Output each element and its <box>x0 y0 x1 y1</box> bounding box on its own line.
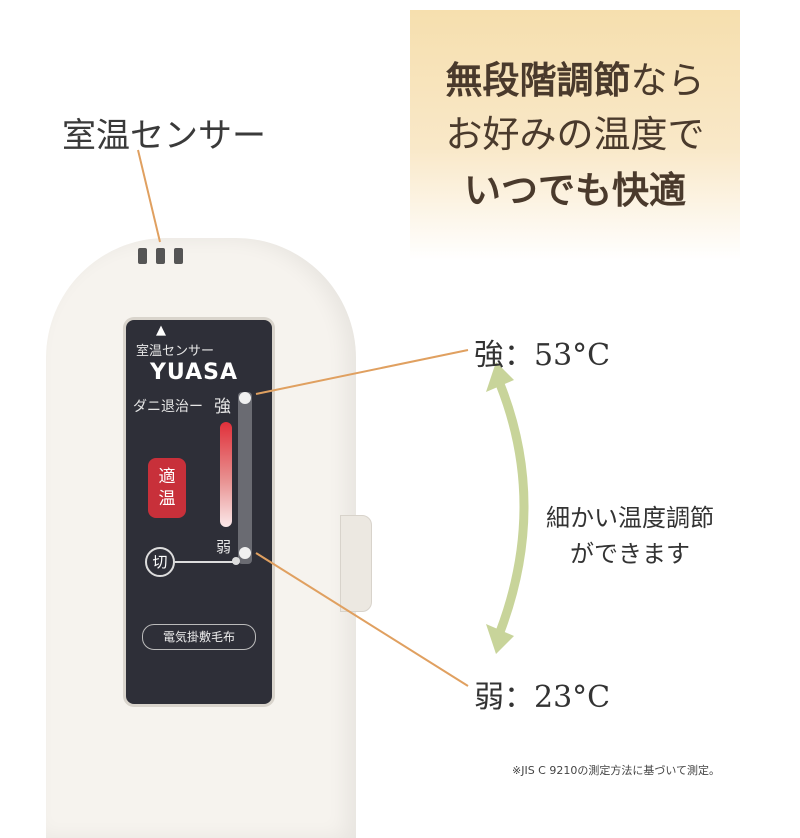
headline-line-2: お好みの温度で <box>445 113 705 156</box>
headline-line-3: いつでも快適 <box>464 168 686 212</box>
range-arrow-curve <box>495 379 529 637</box>
model-label: 電気掛敷毛布 <box>142 624 256 650</box>
fine-control-text: 細かい温度調節 ができます <box>546 504 714 568</box>
off-dot <box>232 557 240 565</box>
headline-line-1: 無段階調節なら <box>445 58 705 102</box>
footnote: ※JIS C 9210の測定方法に基づいて測定。 <box>512 764 721 777</box>
range-arrow-head-bottom <box>486 624 514 654</box>
up-triangle-icon: ▲ <box>156 323 166 338</box>
controller-side-switch <box>340 515 372 612</box>
sensor-leader-line <box>137 149 161 243</box>
weak-temp-label: 弱：23°C <box>474 680 611 715</box>
weak-leader-line <box>255 552 469 687</box>
dani-label: ダニ退治ー <box>133 399 203 415</box>
annotation-lines <box>137 149 529 687</box>
slider-top-knob <box>239 392 251 404</box>
room-sensor-label: 室温センサー <box>62 116 266 156</box>
temperature-slider-track[interactable] <box>238 392 252 564</box>
range-arrow-head-top <box>486 362 514 392</box>
sensor-vent <box>138 248 147 264</box>
off-label: 切 <box>145 547 175 577</box>
optimal-temp-badge: 適 温 <box>148 458 186 518</box>
weak-label: 弱 <box>216 538 232 556</box>
off-indicator-line <box>175 561 235 563</box>
sensor-vent <box>174 248 183 264</box>
sensor-vent <box>156 248 165 264</box>
strong-label: 強 <box>214 397 231 417</box>
heat-gradient-bar <box>220 422 232 527</box>
strong-temp-label: 強：53°C <box>474 338 611 373</box>
strong-leader-line <box>255 349 469 395</box>
panel-sensor-text: 室温センサー <box>136 344 215 359</box>
slider-knob[interactable] <box>239 547 251 559</box>
headline-panel: 無段階調節なら お好みの温度で いつでも快適 <box>410 10 740 260</box>
brand-logo: YUASA <box>150 360 239 385</box>
